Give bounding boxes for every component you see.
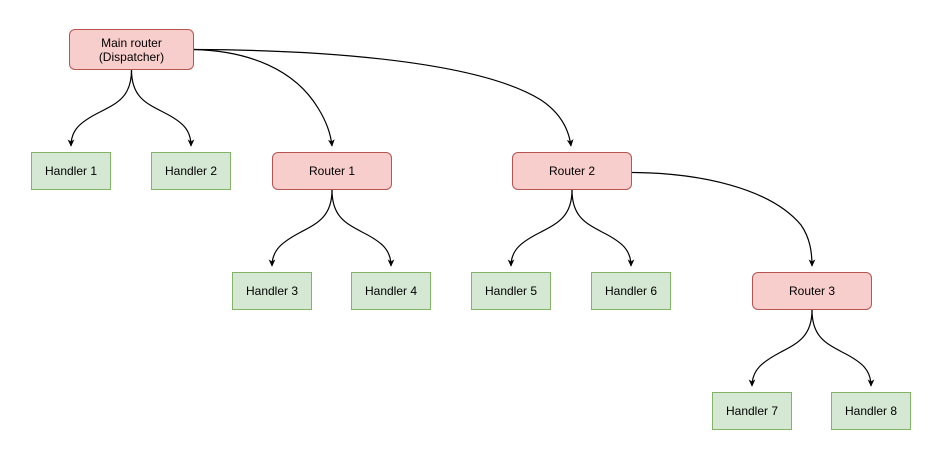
node-handler-1[interactable]: Handler 1 [31,152,111,190]
edge-router-3-to-handler-8 [811,309,875,387]
node-router-3-label: Router 3 [788,284,836,298]
edge-main-to-router-2 [193,48,574,147]
node-handler-2[interactable]: Handler 2 [151,152,231,190]
node-handler-7[interactable]: Handler 7 [712,392,792,430]
edge-main-to-router-1 [193,48,335,147]
node-main-router[interactable]: Main router (Dispatcher) [69,29,194,70]
node-handler-3[interactable]: Handler 3 [232,272,312,310]
edge-main-to-handler-2 [130,69,195,147]
node-handler-6[interactable]: Handler 6 [591,272,671,310]
node-handler-5[interactable]: Handler 5 [471,272,551,310]
node-router-3[interactable]: Router 3 [752,272,872,310]
node-handler-7-label: Handler 7 [725,404,779,418]
node-handler-6-label: Handler 6 [604,284,658,298]
node-handler-4-label: Handler 4 [364,284,418,298]
node-handler-8[interactable]: Handler 8 [831,392,911,430]
node-handler-5-label: Handler 5 [484,284,538,298]
node-router-1[interactable]: Router 1 [272,152,392,190]
edge-router-2-to-handler-5 [507,189,573,267]
node-router-1-label: Router 1 [308,164,356,178]
node-handler-4[interactable]: Handler 4 [351,272,431,310]
node-handler-8-label: Handler 8 [844,404,898,418]
edge-router-1-to-handler-4 [331,189,395,267]
edge-main-to-handler-1 [67,69,133,147]
node-handler-1-label: Handler 1 [44,164,98,178]
node-main-router-label: Main router (Dispatcher) [98,35,165,64]
edge-router-2-to-router-3 [631,171,816,267]
edge-router-3-to-handler-7 [748,309,813,387]
edge-router-1-to-handler-3 [268,189,333,267]
node-handler-2-label: Handler 2 [164,164,218,178]
node-handler-3-label: Handler 3 [245,284,299,298]
node-router-2-label: Router 2 [548,164,596,178]
edge-router-2-to-handler-6 [571,189,635,267]
node-router-2[interactable]: Router 2 [512,152,632,190]
